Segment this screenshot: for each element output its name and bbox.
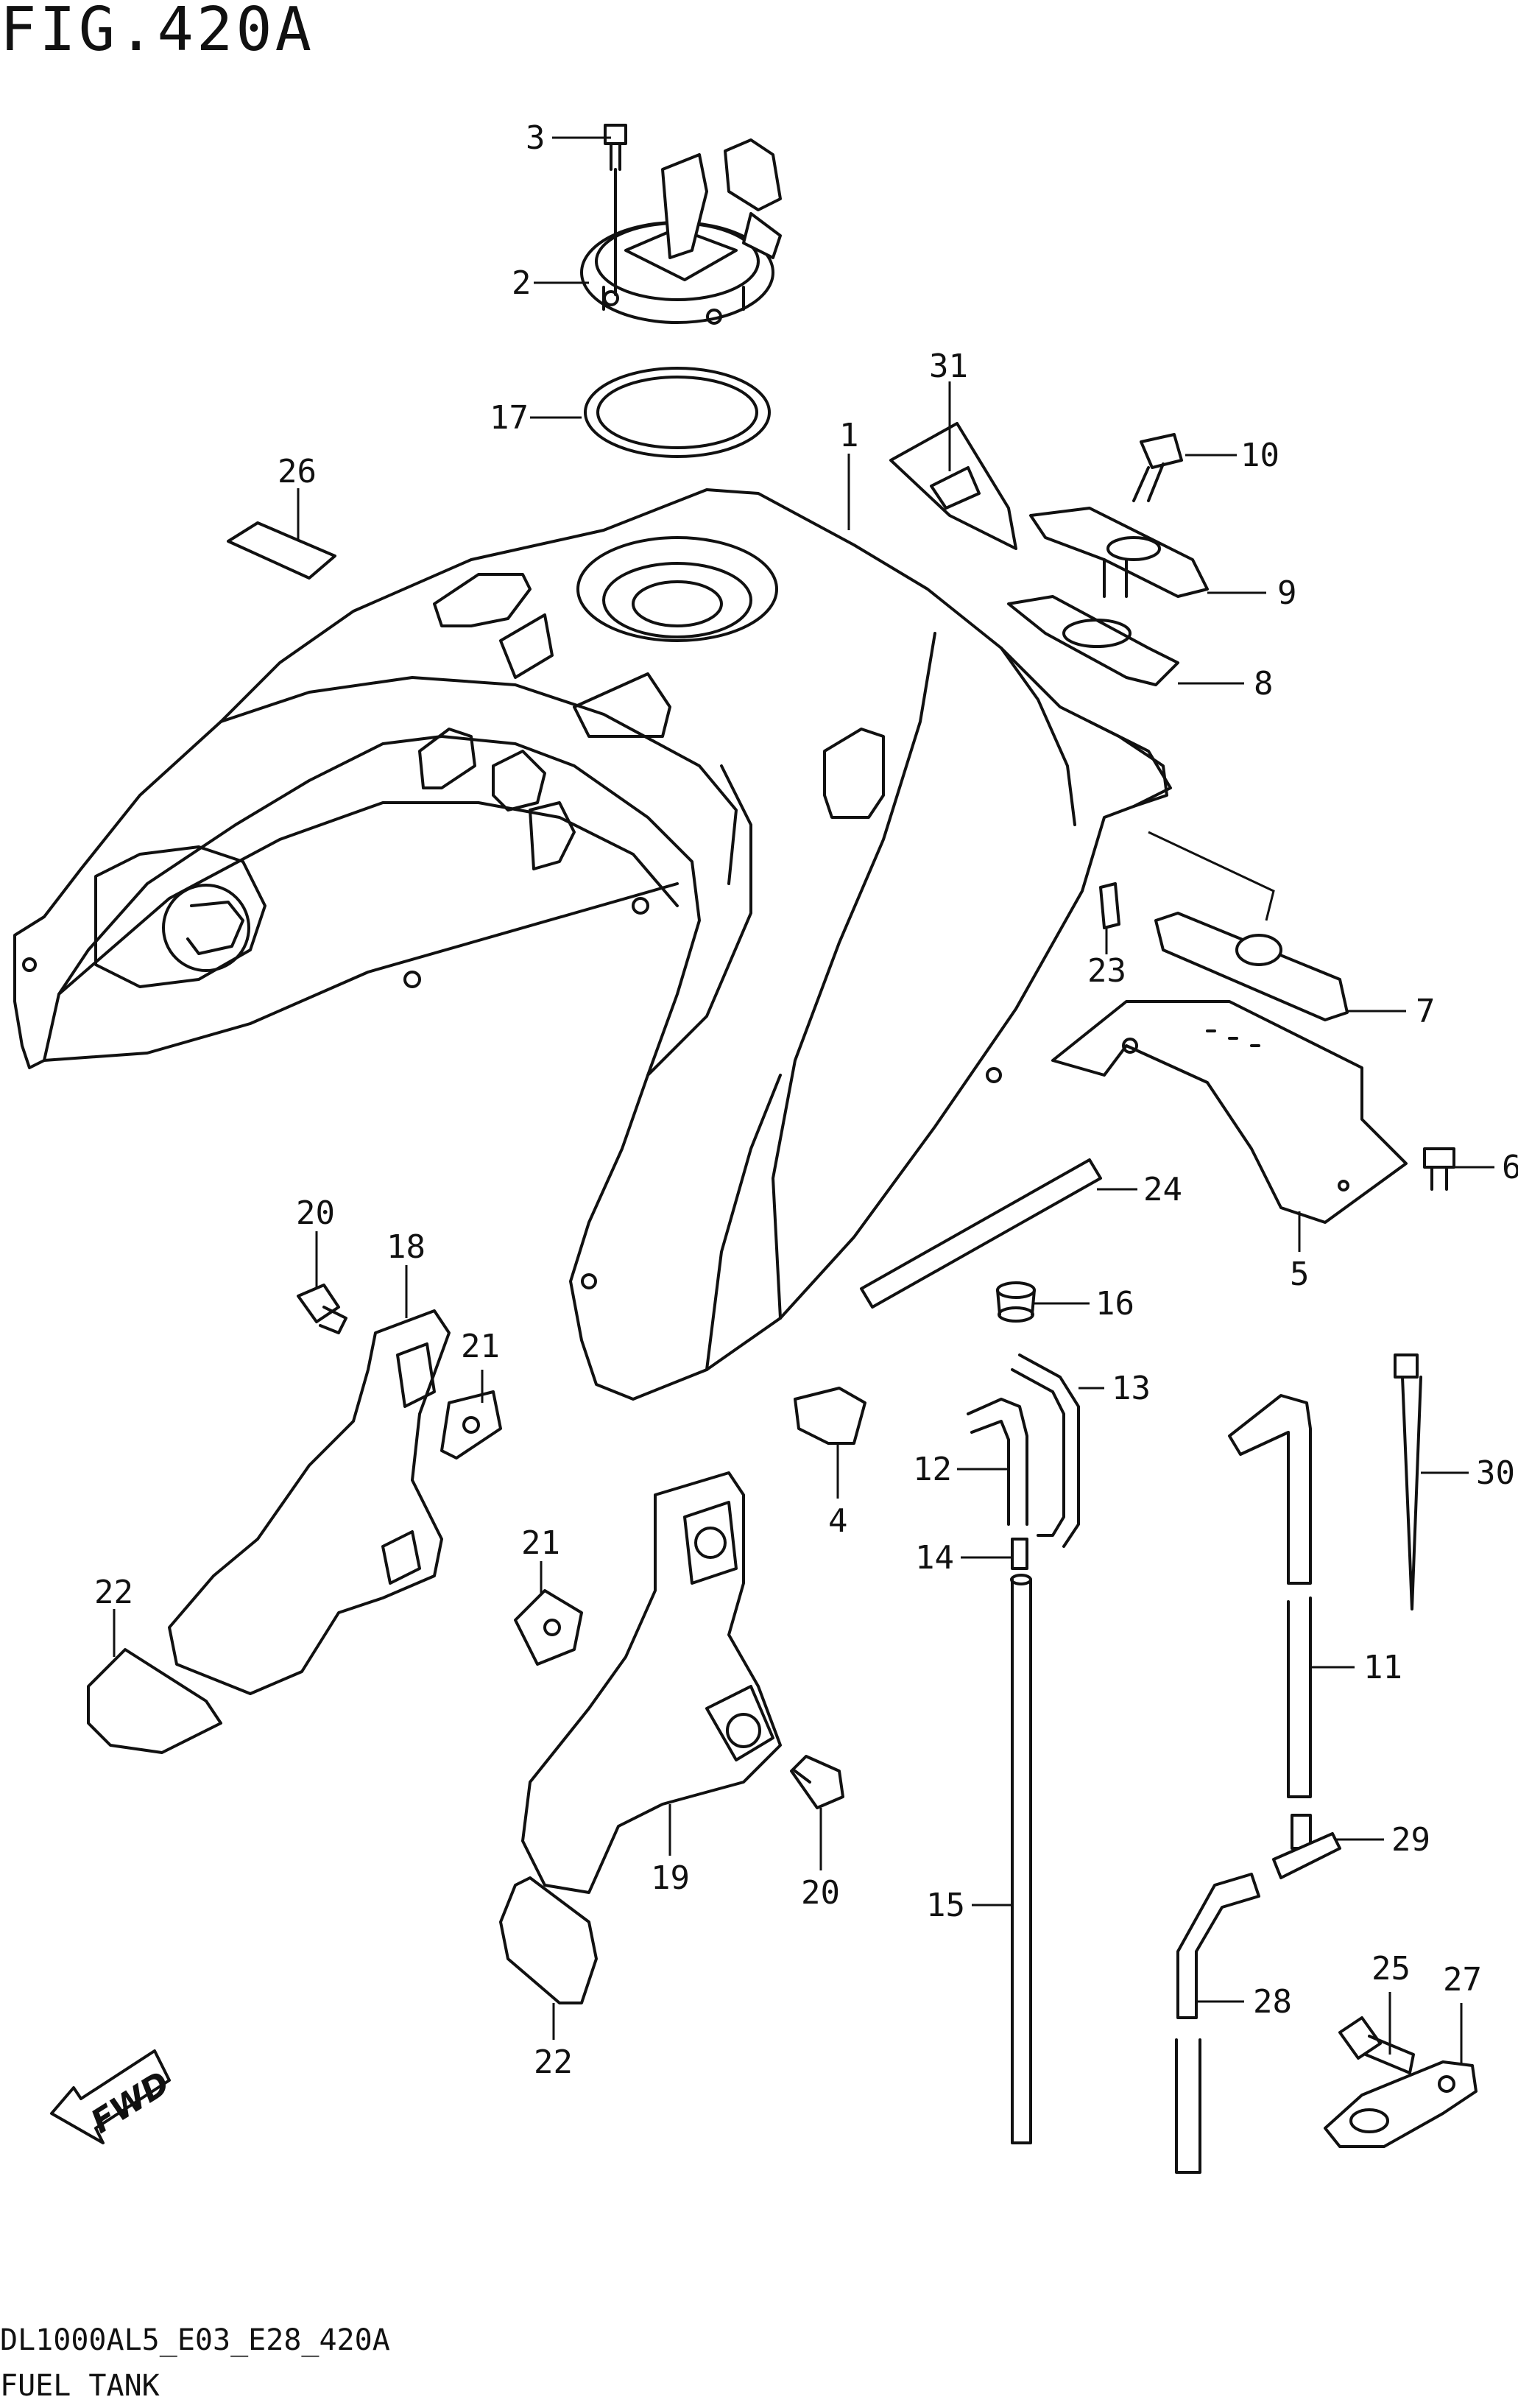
callout-18: 18: [386, 1228, 426, 1266]
callout-31: 31: [929, 348, 968, 385]
hose-part-15: [1010, 1574, 1032, 2144]
nut-part-21-upper: [440, 1390, 502, 1460]
cable-tie-part-30: [1394, 1353, 1422, 1610]
callout-21-upper: 21: [461, 1328, 500, 1365]
hose-part-28: [1175, 1873, 1260, 2174]
bolt-part-25: [1338, 2016, 1415, 2074]
bolt-part-20-upper: [297, 1284, 347, 1334]
t-joint-part-29: [1272, 1814, 1341, 1879]
fuel-tank-body: [13, 488, 1172, 1401]
hose-part-11: [1228, 1394, 1312, 1798]
callout-29: 29: [1391, 1821, 1430, 1859]
figure-title: FIG.420A: [0, 0, 314, 65]
pad-part-22-lower: [499, 1876, 598, 2004]
callout-19: 19: [651, 1859, 690, 1897]
bolt-part-3: [604, 124, 627, 296]
bracket-part-18: [168, 1309, 451, 1695]
callout-7: 7: [1416, 993, 1436, 1030]
bolt-part-10: [1132, 433, 1183, 502]
callout-16: 16: [1095, 1285, 1134, 1323]
callout-22-lower: 22: [534, 2043, 573, 2081]
callout-13: 13: [1112, 1370, 1151, 1407]
callout-20-lower: 20: [801, 1874, 840, 1912]
bracket-part-19: [521, 1471, 782, 1894]
callout-2: 2: [512, 264, 532, 302]
callout-11: 11: [1363, 1649, 1402, 1686]
callout-5: 5: [1290, 1256, 1310, 1293]
bolt-part-6: [1423, 1147, 1455, 1191]
callout-26: 26: [278, 453, 317, 490]
grommet-part-23: [1099, 882, 1120, 929]
hose-part-13: [1011, 1353, 1080, 1548]
callout-8: 8: [1254, 665, 1274, 703]
callout-24: 24: [1143, 1171, 1182, 1208]
nut-part-21-lower: [514, 1589, 583, 1666]
hose-part-12: [967, 1398, 1028, 1526]
collar-part-16: [996, 1281, 1036, 1323]
joint-part-14: [1011, 1538, 1028, 1570]
pad-part-22-left: [87, 1648, 222, 1754]
callout-4: 4: [828, 1502, 848, 1540]
bracket-part-9: [1029, 507, 1209, 598]
callout-3: 3: [526, 119, 546, 157]
diagram-caption: FUEL TANK: [0, 2369, 160, 2403]
cushion-part-7: [1154, 912, 1349, 1021]
callout-28: 28: [1253, 1983, 1292, 2021]
callout-10: 10: [1240, 437, 1279, 474]
callout-27: 27: [1443, 1961, 1482, 1999]
callout-30: 30: [1476, 1454, 1515, 1492]
callout-9: 9: [1277, 574, 1297, 612]
fuel-cap-assembly: [580, 138, 782, 325]
callout-15: 15: [926, 1887, 965, 1924]
bracket-part-5: [1051, 1000, 1408, 1224]
callout-22-left: 22: [94, 1574, 133, 1611]
clip-part-4: [794, 1387, 866, 1445]
callout-numbers: 3 2 17 1 26 31 10 9 8 7 23 6 24 5 16 4 1…: [94, 119, 1518, 2081]
callout-20-upper: 20: [296, 1194, 335, 1232]
bolt-part-20-lower: [790, 1755, 844, 1809]
callout-17: 17: [490, 399, 529, 437]
label-part-31: [889, 422, 1017, 550]
gasket-ring-part-17: [584, 367, 771, 458]
callout-6: 6: [1502, 1149, 1518, 1186]
bracket-part-8: [1007, 595, 1179, 686]
callout-12: 12: [913, 1451, 952, 1488]
fwd-direction-arrow: FWD: [50, 2049, 177, 2144]
diagram-code: DL1000AL5_E03_E28_420A: [0, 2323, 390, 2357]
trim-strip-part-24: [860, 1158, 1102, 1309]
callout-14: 14: [915, 1539, 954, 1577]
assembly-guide-line: [1148, 831, 1275, 921]
callout-21-lower: 21: [521, 1524, 560, 1562]
label-plate-part-26: [227, 521, 336, 580]
callout-23: 23: [1087, 952, 1126, 990]
callout-25: 25: [1372, 1950, 1411, 1988]
callout-1: 1: [839, 417, 859, 454]
leader-lines: [113, 136, 1494, 2066]
clamp-part-27: [1324, 2060, 1478, 2148]
